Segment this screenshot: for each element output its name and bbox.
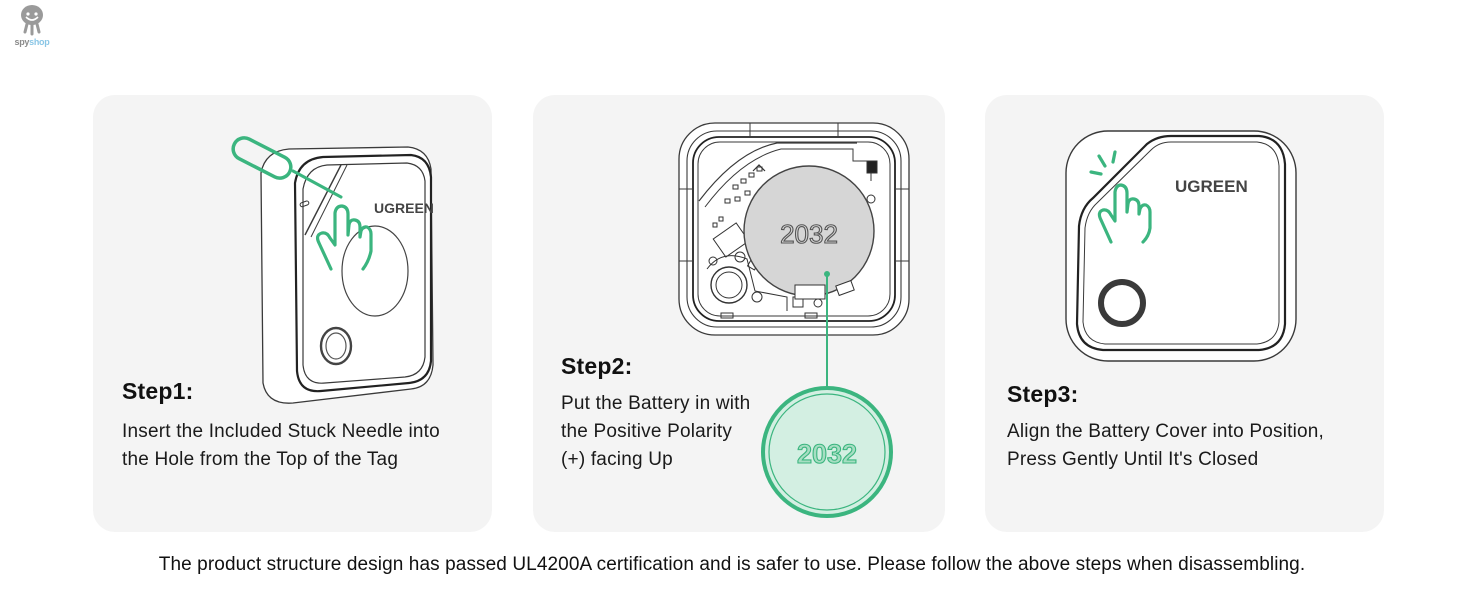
step-3-description: Align the Battery Cover into Position, P… [1007,421,1325,470]
battery-callout-icon: 2032 [761,386,893,518]
step-2-title: Step2: [561,353,633,379]
coin-battery-icon: 2032 [743,164,875,300]
logo-wordmark: spyshop [6,37,58,47]
certification-note: The product structure design has passed … [158,554,1306,575]
step-card-1: UGREEN Step1: Insert the Included Stuck … [93,95,492,532]
step-card-2: 2032 2032 Step2: Put the Battery in with… [533,95,945,532]
logo-text-spy: spy [14,37,30,47]
hand-press-icon [1089,150,1152,244]
step-1-description: Insert the Included Stuck Needle into th… [122,421,440,470]
step-1-title: Step1: [122,378,194,404]
open-tracker-icon: 2032 2032 [678,122,910,518]
tracker-device-icon: UGREEN [231,136,434,404]
device-brand-label: UGREEN [374,200,434,216]
alien-mascot-icon [21,5,43,36]
device-brand-label: UGREEN [1175,177,1248,196]
step-3-title: Step3: [1007,381,1079,407]
step-card-3: UGREEN Step3: Align the Battery Cover in… [985,95,1384,532]
spyshop-logo: spyshop [6,4,58,52]
battery-callout-label: 2032 [797,439,857,469]
hand-pointer-icon [315,204,373,271]
battery-label: 2032 [780,219,838,249]
logo-text-shop: shop [29,37,50,47]
step-2-description: Put the Battery in with the Positive Pol… [561,393,751,470]
needle-icon [231,136,343,199]
tracker-device-icon: UGREEN [1065,130,1297,362]
